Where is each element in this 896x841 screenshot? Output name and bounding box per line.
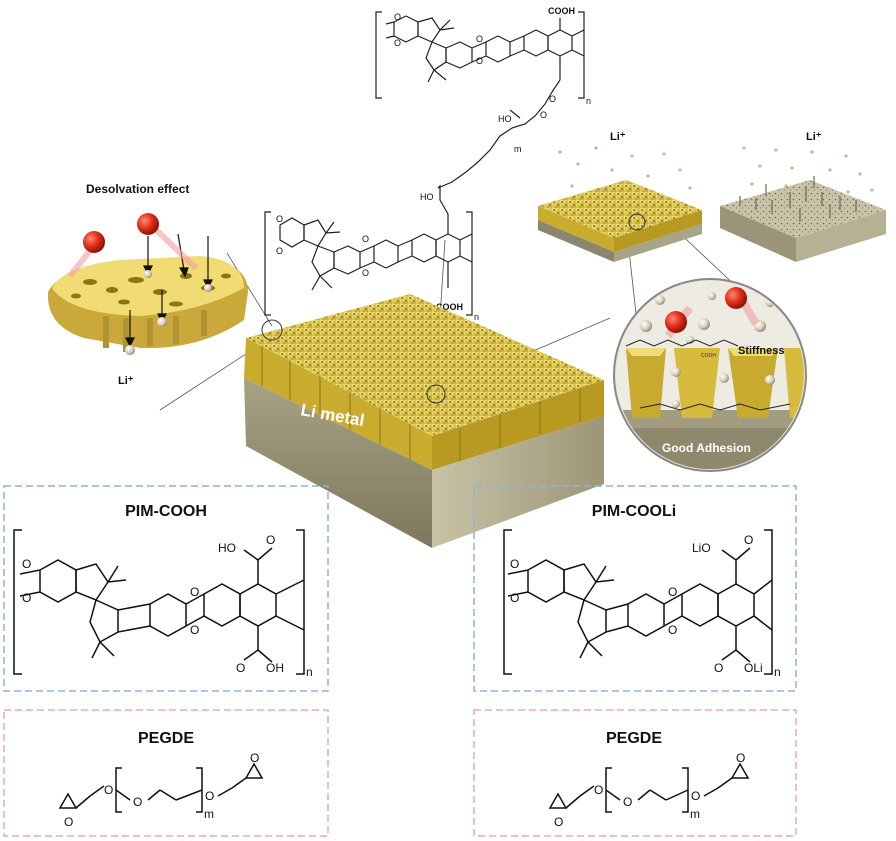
pegde-left-o-4: O xyxy=(205,789,214,803)
mid-cooh-label: COOH xyxy=(436,302,463,312)
pim-cooh-o-1: O xyxy=(22,557,31,571)
pegde-structure-left xyxy=(58,762,264,813)
pim-cooli-o-4: O xyxy=(668,623,677,637)
pim-cooli-structure xyxy=(503,529,773,675)
top-o-6: O xyxy=(540,110,547,120)
pegde-left-o-3: O xyxy=(133,795,142,809)
coated-film-slab xyxy=(538,180,702,262)
mid-o-1: O xyxy=(276,214,283,224)
red-ions-left xyxy=(67,213,199,278)
pim-cooh-o-3: O xyxy=(190,585,199,599)
pegde-title-left: PEGDE xyxy=(138,730,194,747)
top-m-label: m xyxy=(514,144,522,154)
pim-cooli-o-2: O xyxy=(510,591,519,605)
pim-cooh-o-2: O xyxy=(22,591,31,605)
pegde-right-o-2: O xyxy=(594,783,603,797)
top-o-2: O xyxy=(394,38,401,48)
pim-cooli-o-1: O xyxy=(510,557,519,571)
top-n-label: n xyxy=(586,96,591,106)
pim-cooli-top-o: O xyxy=(744,533,753,547)
pegde-box-right xyxy=(473,709,797,837)
pim-cooli-bottom-o: O xyxy=(714,661,723,675)
inset-cooh-label: COOH xyxy=(701,353,716,359)
desolvation-sponge xyxy=(47,256,249,352)
pegde-title-right: PEGDE xyxy=(606,730,662,747)
li-ions-left xyxy=(125,270,212,355)
mid-o-3: O xyxy=(362,234,369,244)
li-metal-block xyxy=(244,294,604,548)
pegde-right-o-3: O xyxy=(623,795,632,809)
pim-cooh-top-o: O xyxy=(266,533,275,547)
dendrite-ions xyxy=(742,146,874,194)
mid-o-4: O xyxy=(362,268,369,278)
li-ion-top-b-label: Li⁺ xyxy=(806,131,822,143)
middle-polymer-structure xyxy=(264,184,473,316)
pegde-structure-right xyxy=(548,762,750,813)
pim-cooli-title: PIM-COOLi xyxy=(592,503,676,520)
pegde-right-o-4: O xyxy=(691,789,700,803)
pim-cooli-top-group: LiO xyxy=(692,541,711,555)
desolvation-label: Desolvation effect xyxy=(86,182,189,196)
li-ion-left-label: Li⁺ xyxy=(118,375,134,387)
pim-cooh-bottom-o: O xyxy=(236,661,245,675)
pim-cooli-box xyxy=(473,485,797,692)
pegde-left-o-5: O xyxy=(250,751,259,765)
top-cooh-label: COOH xyxy=(548,6,575,16)
pim-cooh-structure xyxy=(13,529,305,675)
top-ho-label: HO xyxy=(498,114,512,124)
pegde-right-o-1: O xyxy=(554,815,563,829)
pim-cooh-subscript: n xyxy=(306,665,313,679)
pim-cooh-title: PIM-COOH xyxy=(125,503,207,520)
pim-cooh-top-group: HO xyxy=(218,541,236,555)
dendrite-slab xyxy=(720,176,886,262)
top-o-4: O xyxy=(476,56,483,66)
top-polymer-structure xyxy=(375,11,585,189)
pim-cooh-bottom-group: OH xyxy=(266,661,284,675)
top-o-5: O xyxy=(549,94,556,104)
pim-cooh-o-4: O xyxy=(190,623,199,637)
top-o-3: O xyxy=(476,34,483,44)
pegde-left-o-2: O xyxy=(104,783,113,797)
good-adhesion-label: Good Adhesion xyxy=(662,441,751,455)
pegde-box-left xyxy=(3,709,329,837)
pim-cooli-o-3: O xyxy=(668,585,677,599)
coated-film-ions xyxy=(558,146,692,198)
pegde-left-o-1: O xyxy=(64,815,73,829)
pegde-right-o-5: O xyxy=(736,751,745,765)
mid-n-label: n xyxy=(474,312,479,322)
stiffness-label: Stiffness xyxy=(738,345,784,357)
pim-cooli-bottom-group: OLi xyxy=(744,661,763,675)
pegde-left-subscript: m xyxy=(204,807,214,821)
pim-cooli-subscript: n xyxy=(774,665,781,679)
top-o-1: O xyxy=(394,12,401,22)
mid-ho-label: HO xyxy=(420,192,434,202)
pegde-right-subscript: m xyxy=(690,807,700,821)
li-ion-top-a-label: Li⁺ xyxy=(610,131,626,143)
mid-o-2: O xyxy=(276,246,283,256)
